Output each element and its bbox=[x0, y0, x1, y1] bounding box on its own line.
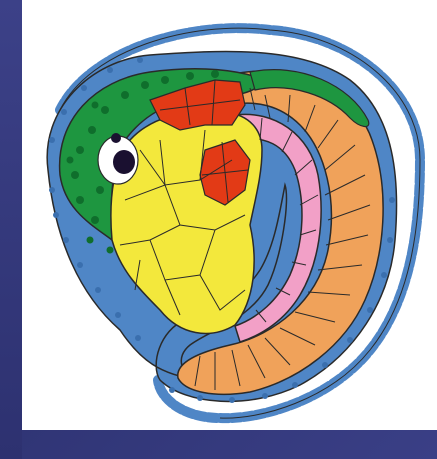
slide-left-stripe bbox=[0, 0, 22, 459]
illustration-panel bbox=[22, 0, 437, 430]
embryo-illustration bbox=[22, 0, 437, 430]
eye-pupil bbox=[113, 150, 135, 174]
eye-upper-dot bbox=[111, 133, 121, 143]
